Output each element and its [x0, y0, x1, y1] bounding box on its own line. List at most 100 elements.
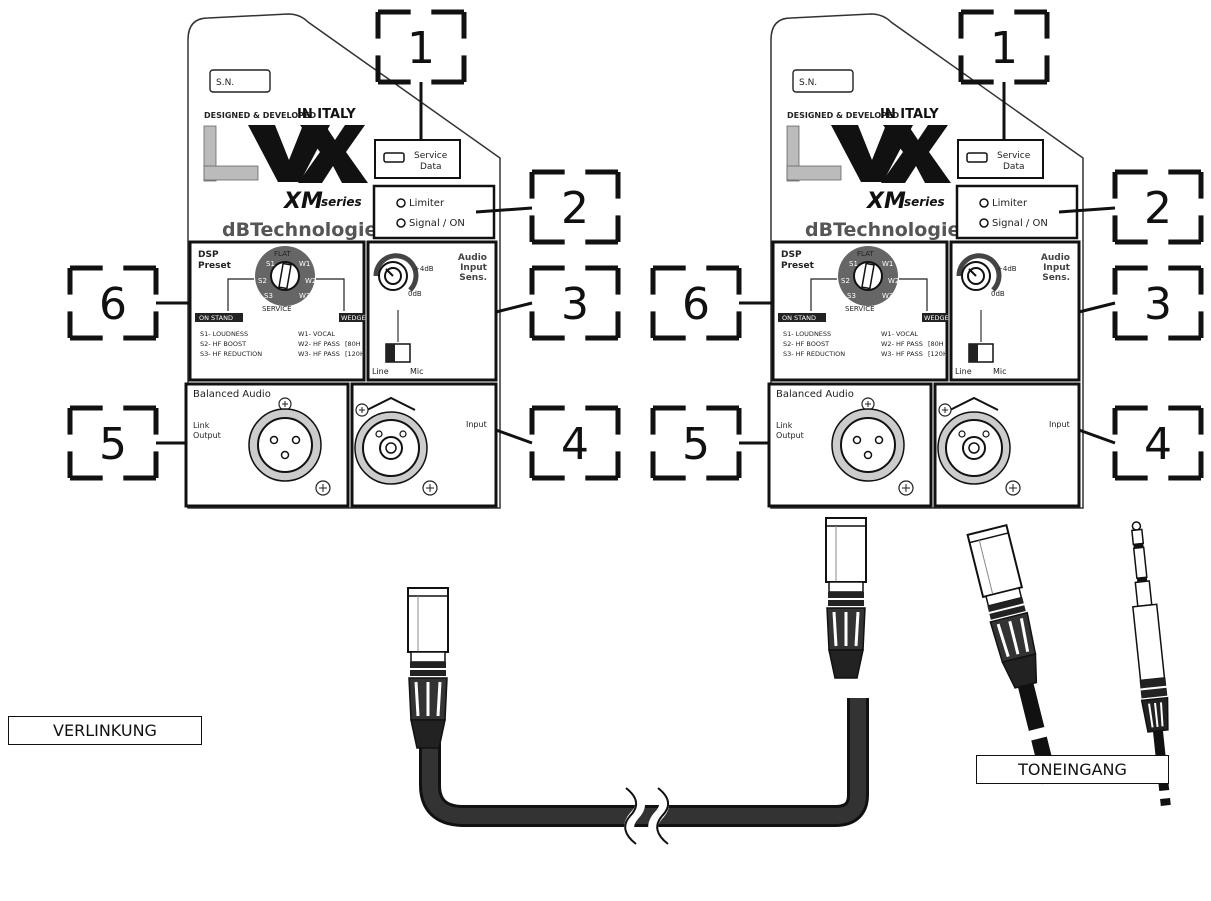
link-cable: [408, 518, 866, 844]
panel-text-onstand: ON STAND: [782, 314, 816, 322]
callout-number: 6: [682, 279, 710, 330]
panel-text-series: series: [904, 195, 945, 209]
panel-text-sn: S.N.: [216, 78, 234, 88]
verlinkung-label: VERLINKUNG: [8, 716, 202, 745]
panel-text-w1: W1: [882, 260, 893, 268]
panel-text-onstand: ON STAND: [199, 314, 233, 322]
panel-text-italy: IN ITALY: [880, 107, 939, 122]
panel-text-link1: Link: [193, 421, 210, 430]
panel-text-w3: W3: [299, 292, 310, 300]
panel-text-sens2: Input: [1043, 263, 1071, 273]
panel-text-zero: 0dB: [408, 290, 422, 298]
callout-number: 4: [561, 419, 589, 470]
callout-number: 6: [99, 279, 127, 330]
callout-6-right: 6: [653, 268, 739, 338]
panel-text-s2d: S2- HF BOOST: [783, 340, 829, 348]
panel-text-svc2: Data: [420, 162, 442, 172]
callout-1-right: 1: [961, 12, 1047, 82]
panel-text-p4: +4dB: [997, 265, 1017, 273]
panel-text-s1: S1: [266, 260, 275, 268]
speaker-panel-right: S.N. DESIGNED & DEVELOPED IN ITALY LVX X…: [583, 0, 1083, 508]
panel-text-brand: dBTechnologies: [222, 219, 389, 241]
panel-text-link2: Output: [193, 431, 221, 440]
panel-text-dsp2: Preset: [198, 261, 232, 271]
leader-3-right: [1079, 303, 1115, 312]
callout-number: 3: [1144, 279, 1172, 330]
panel-text-dsp1: DSP: [198, 250, 219, 260]
panel-text-line: Line: [955, 367, 972, 376]
panel-text-italy: IN ITALY: [297, 107, 356, 122]
panel-text-w1d: W1- VOCAL: [298, 330, 335, 338]
panel-text-link1: Link: [776, 421, 793, 430]
panel-text-logo: LVX: [0, 0, 2, 1]
panel-text-w3: W3: [882, 292, 893, 300]
panel-text-s3d: S3- HF REDUCTION: [783, 350, 845, 358]
panel-text-w3f: [120H: [345, 350, 365, 358]
panel-text-xm: XM: [282, 189, 323, 214]
panel-text-sens3: Sens.: [1042, 273, 1070, 283]
panel-text-input: Input: [1049, 420, 1070, 429]
panel-text-s2d: S2- HF BOOST: [200, 340, 246, 348]
callout-number: 1: [990, 23, 1018, 74]
panel-text-w2: W2: [888, 277, 899, 285]
panel-text-s1: S1: [849, 260, 858, 268]
panel-text-mic: Mic: [993, 367, 1007, 376]
callout-number: 4: [1144, 419, 1172, 470]
xlr-plug-input: [968, 525, 1046, 690]
panel-text-flat: FLAT: [274, 250, 291, 258]
panel-text-lim: Limiter: [409, 198, 445, 209]
speaker-panels: S.N. DESIGNED & DEVELOPED IN ITALY LVX X…: [0, 0, 1083, 508]
panel-text-flat: FLAT: [857, 250, 874, 258]
panel-text-w2f: [80H: [928, 340, 944, 348]
panel-text-s2: S2: [258, 277, 267, 285]
panel-text-w3d: W3- HF PASS: [881, 350, 923, 358]
callout-5-left: 5: [70, 408, 156, 478]
callout-3-right: 3: [1115, 268, 1201, 338]
panel-text-sens1: Audio: [458, 253, 487, 263]
panel-text-s3: S3: [264, 292, 273, 300]
panel-text-line: Line: [372, 367, 389, 376]
panel-text-link2: Output: [776, 431, 804, 440]
panel-text-sig: Signal / ON: [409, 218, 465, 229]
callout-number: 3: [561, 279, 589, 330]
panel-text-logo: LVX: [583, 0, 585, 1]
callout-number: 1: [407, 23, 435, 74]
panel-text-sens2: Input: [460, 263, 488, 273]
leader-3-left: [496, 303, 532, 312]
panel-text-mic: Mic: [410, 367, 424, 376]
callout-4-right: 4: [1115, 408, 1201, 478]
panel-text-wedge: WEDGE: [341, 314, 366, 322]
panel-text-lim: Limiter: [992, 198, 1028, 209]
panel-text-w2d: W2- HF PASS: [881, 340, 923, 348]
panel-text-w2d: W2- HF PASS: [298, 340, 340, 348]
panel-text-brand: dBTechnologies: [805, 219, 972, 241]
panel-text-w3f: [120H: [928, 350, 948, 358]
panel-text-series: series: [321, 195, 362, 209]
leader-4-left: [496, 430, 532, 443]
panel-text-service: SERVICE: [262, 305, 292, 313]
panel-text-svc1: Service: [414, 151, 448, 161]
panel-text-w2: W2: [305, 277, 316, 285]
callout-4-left: 4: [532, 408, 618, 478]
panel-text-dsp2: Preset: [781, 261, 815, 271]
panel-text-input: Input: [466, 420, 487, 429]
toneingang-label: TONEINGANG: [976, 755, 1169, 784]
panel-text-bal: Balanced Audio: [776, 389, 854, 400]
panel-text-sig: Signal / ON: [992, 218, 1048, 229]
speaker-panel-left: S.N. DESIGNED & DEVELOPED IN ITALY LVX X…: [0, 0, 500, 508]
panel-text-zero: 0dB: [991, 290, 1005, 298]
panel-text-s3d: S3- HF REDUCTION: [200, 350, 262, 358]
callout-1-left: 1: [378, 12, 464, 82]
panel-text-svc2: Data: [1003, 162, 1025, 172]
callout-6-left: 6: [70, 268, 156, 338]
callout-number: 5: [682, 419, 710, 470]
panel-text-wedge: WEDGE: [924, 314, 949, 322]
panel-text-w3d: W3- HF PASS: [298, 350, 340, 358]
callout-2-left: 2: [532, 172, 618, 242]
jack-plug-input: [1123, 521, 1171, 733]
panel-text-w1d: W1- VOCAL: [881, 330, 918, 338]
callout-number: 2: [561, 183, 589, 234]
panel-text-p4: +4dB: [414, 265, 434, 273]
panel-text-service: SERVICE: [845, 305, 875, 313]
panel-text-w2f: [80H: [345, 340, 361, 348]
